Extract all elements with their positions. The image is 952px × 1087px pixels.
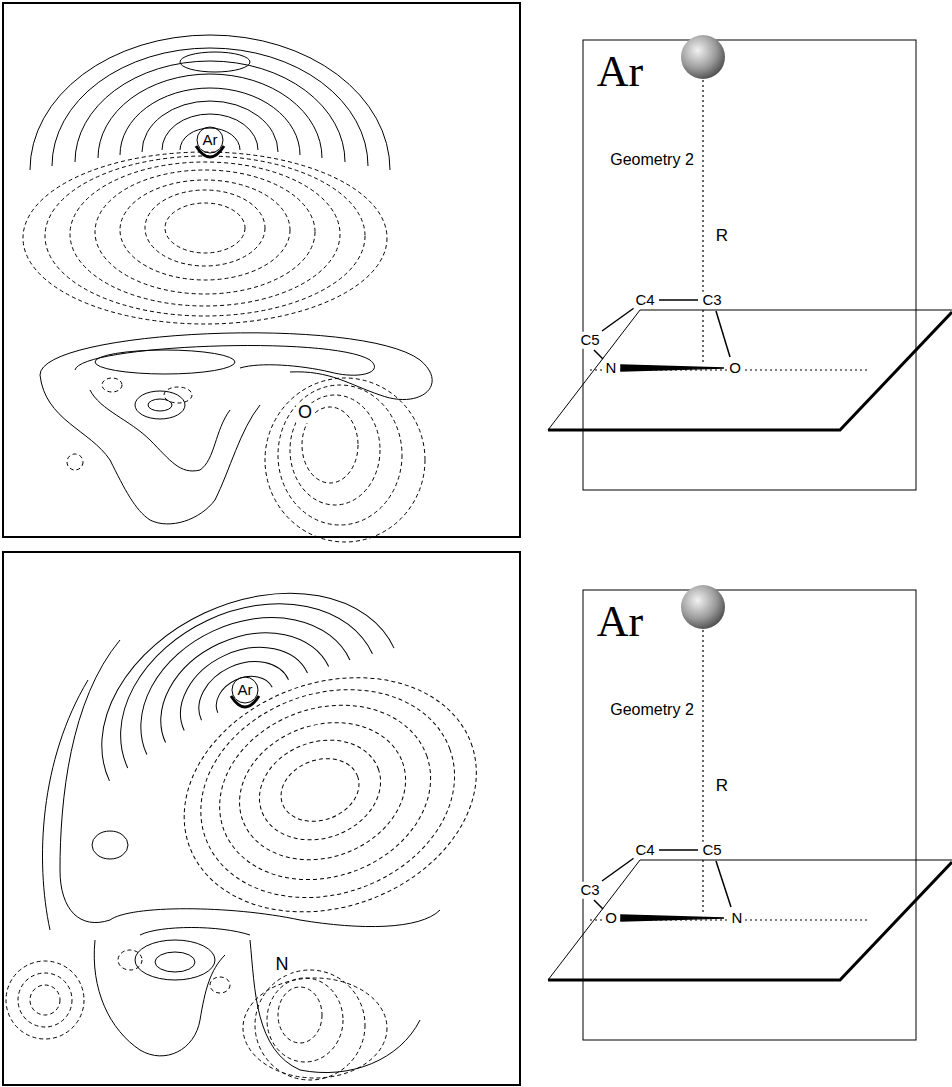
molecule-contours (6, 909, 440, 1080)
geometry-label: Geometry 2 (608, 701, 696, 719)
atom-label: C5 (578, 332, 601, 349)
geometry-schematic (548, 585, 952, 1040)
atom-label: C3 (700, 292, 723, 309)
atom-label: O (727, 360, 743, 377)
atom-label: N (604, 360, 619, 377)
atom-label: Ar (236, 682, 255, 699)
geometry-label: Geometry 2 (608, 151, 696, 169)
positive-contours (30, 35, 390, 170)
geometry-schematic (548, 35, 952, 490)
positive-contours (62, 547, 394, 781)
molecule-contours (40, 333, 432, 542)
atom-label: Ar (595, 48, 645, 96)
distance-label: R (714, 777, 730, 796)
positive-contours (42, 640, 259, 930)
atom-label: Ar (201, 132, 220, 149)
negative-contours (23, 152, 387, 324)
contour-plot (3, 3, 520, 542)
atom-label: O (603, 910, 619, 927)
atom-label: Ar (595, 598, 645, 646)
atom-label: C4 (633, 292, 656, 309)
negative-contours (151, 638, 510, 951)
contour-plot (3, 547, 520, 1085)
distance-label: R (714, 227, 730, 246)
atom-label: C3 (578, 882, 601, 899)
atom-label: N (730, 910, 745, 927)
atom-label: C5 (700, 842, 723, 859)
atom-label: O (296, 403, 314, 423)
atom-label: C4 (633, 842, 656, 859)
atom-label: N (274, 955, 291, 975)
